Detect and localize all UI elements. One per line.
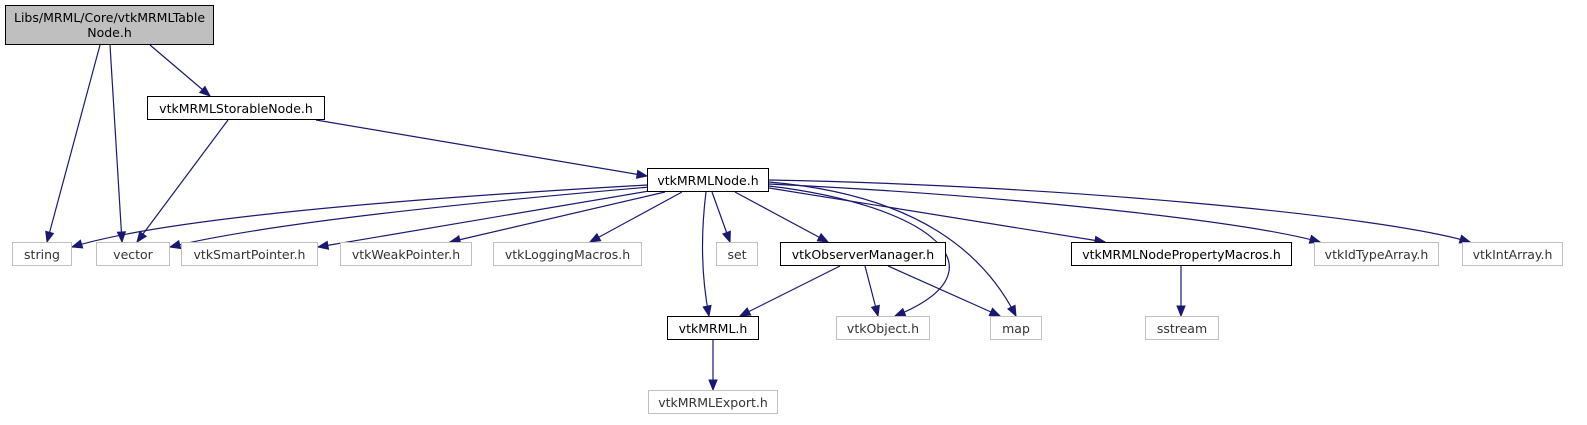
node-object-label: vtkObject.h <box>846 320 920 336</box>
node-smartptr-label: vtkSmartPointer.h <box>193 246 306 262</box>
edge-node-to-smartptr <box>317 189 656 248</box>
node-root-label: Libs/MRML/Core/vtkMRMLTable Node.h <box>13 10 206 40</box>
arrowhead-mrml-to-export <box>708 379 718 392</box>
edge-storable-to-node <box>315 119 648 177</box>
node-set-label: set <box>727 246 747 262</box>
edge-observer-to-mrml <box>739 265 841 317</box>
edge-node-to-string <box>71 184 648 248</box>
node-smartptr: vtkSmartPointer.h <box>181 242 318 266</box>
arrowhead-observer-to-mrml <box>738 307 752 317</box>
edge-node-to-intarray <box>768 179 1471 243</box>
arrowhead-observer-to-object <box>870 304 880 318</box>
edge-node-to-weakptr <box>449 191 666 243</box>
arrowhead-propmacros-to-sstream <box>1176 305 1186 318</box>
arrowhead-storable-to-node <box>635 169 649 179</box>
edge-node-to-mrml <box>701 191 710 317</box>
edge-node-to-object <box>768 185 950 317</box>
node-node-label: vtkMRMLNode.h <box>657 172 759 188</box>
node-export: vtkMRMLExport.h <box>648 390 778 414</box>
node-observer-label: vtkObserverManager.h <box>791 246 935 262</box>
edge-node-to-vector <box>169 186 651 248</box>
node-root: Libs/MRML/Core/vtkMRMLTable Node.h <box>5 5 214 45</box>
arrowhead-root-to-string <box>45 230 55 244</box>
edge-root-to-storable <box>149 44 211 97</box>
node-weakptr: vtkWeakPointer.h <box>340 242 472 266</box>
arrowhead-root-to-storable <box>198 85 212 97</box>
arrowhead-node-to-vector <box>168 239 182 250</box>
node-observer[interactable]: vtkObserverManager.h <box>780 242 946 266</box>
arrowhead-node-to-smartptr <box>316 240 330 250</box>
node-set: set <box>716 242 758 266</box>
node-logging-label: vtkLoggingMacros.h <box>504 246 631 262</box>
node-map: map <box>990 316 1042 340</box>
arrowhead-root-to-vector <box>116 231 127 244</box>
node-node[interactable]: vtkMRMLNode.h <box>647 168 769 192</box>
node-sstream-label: sstream <box>1156 320 1208 336</box>
edge-root-to-string <box>46 44 101 243</box>
arrowhead-node-to-mrml <box>702 304 712 318</box>
edge-node-to-logging <box>589 191 683 243</box>
edge-node-to-observer <box>734 191 829 243</box>
edge-node-to-map <box>768 181 1017 317</box>
node-storable[interactable]: vtkMRMLStorableNode.h <box>147 96 325 120</box>
node-sstream: sstream <box>1145 316 1219 340</box>
arrowhead-observer-to-map <box>988 307 1002 317</box>
edge-node-to-propmacros <box>768 187 1106 243</box>
node-mrml-label: vtkMRML.h <box>678 320 748 336</box>
node-intarray-label: vtkIntArray.h <box>1472 246 1553 262</box>
node-map-label: map <box>1002 320 1030 336</box>
edge-node-to-idtype <box>768 183 1321 243</box>
edge-observer-to-map <box>887 265 1001 317</box>
node-vector: vector <box>96 242 170 266</box>
node-mrml[interactable]: vtkMRML.h <box>667 316 759 340</box>
node-vector-label: vector <box>113 246 153 262</box>
node-string: string <box>12 242 72 266</box>
arrowhead-node-to-observer <box>816 232 830 243</box>
arrowhead-node-to-string <box>70 239 84 249</box>
node-propmacros-label: vtkMRMLNodePropertyMacros.h <box>1082 246 1281 262</box>
arrowhead-storable-to-vector <box>136 230 148 244</box>
arrowhead-node-to-map <box>1007 304 1017 318</box>
arrowhead-node-to-set <box>721 230 731 244</box>
node-storable-label: vtkMRMLStorableNode.h <box>159 100 313 116</box>
node-logging: vtkLoggingMacros.h <box>493 242 642 266</box>
node-object: vtkObject.h <box>836 316 930 340</box>
node-propmacros[interactable]: vtkMRMLNodePropertyMacros.h <box>1071 242 1292 266</box>
edge-storable-to-vector <box>136 119 229 243</box>
node-intarray: vtkIntArray.h <box>1462 242 1563 266</box>
node-idtype: vtkIdTypeArray.h <box>1314 242 1439 266</box>
arrowhead-node-to-object <box>893 307 907 317</box>
node-export-label: vtkMRMLExport.h <box>658 394 768 410</box>
edge-root-to-vector <box>109 44 123 243</box>
node-idtype-label: vtkIdTypeArray.h <box>1324 246 1429 262</box>
arrowhead-node-to-logging <box>588 232 602 243</box>
node-string-label: string <box>24 246 60 262</box>
node-weakptr-label: vtkWeakPointer.h <box>351 246 461 262</box>
